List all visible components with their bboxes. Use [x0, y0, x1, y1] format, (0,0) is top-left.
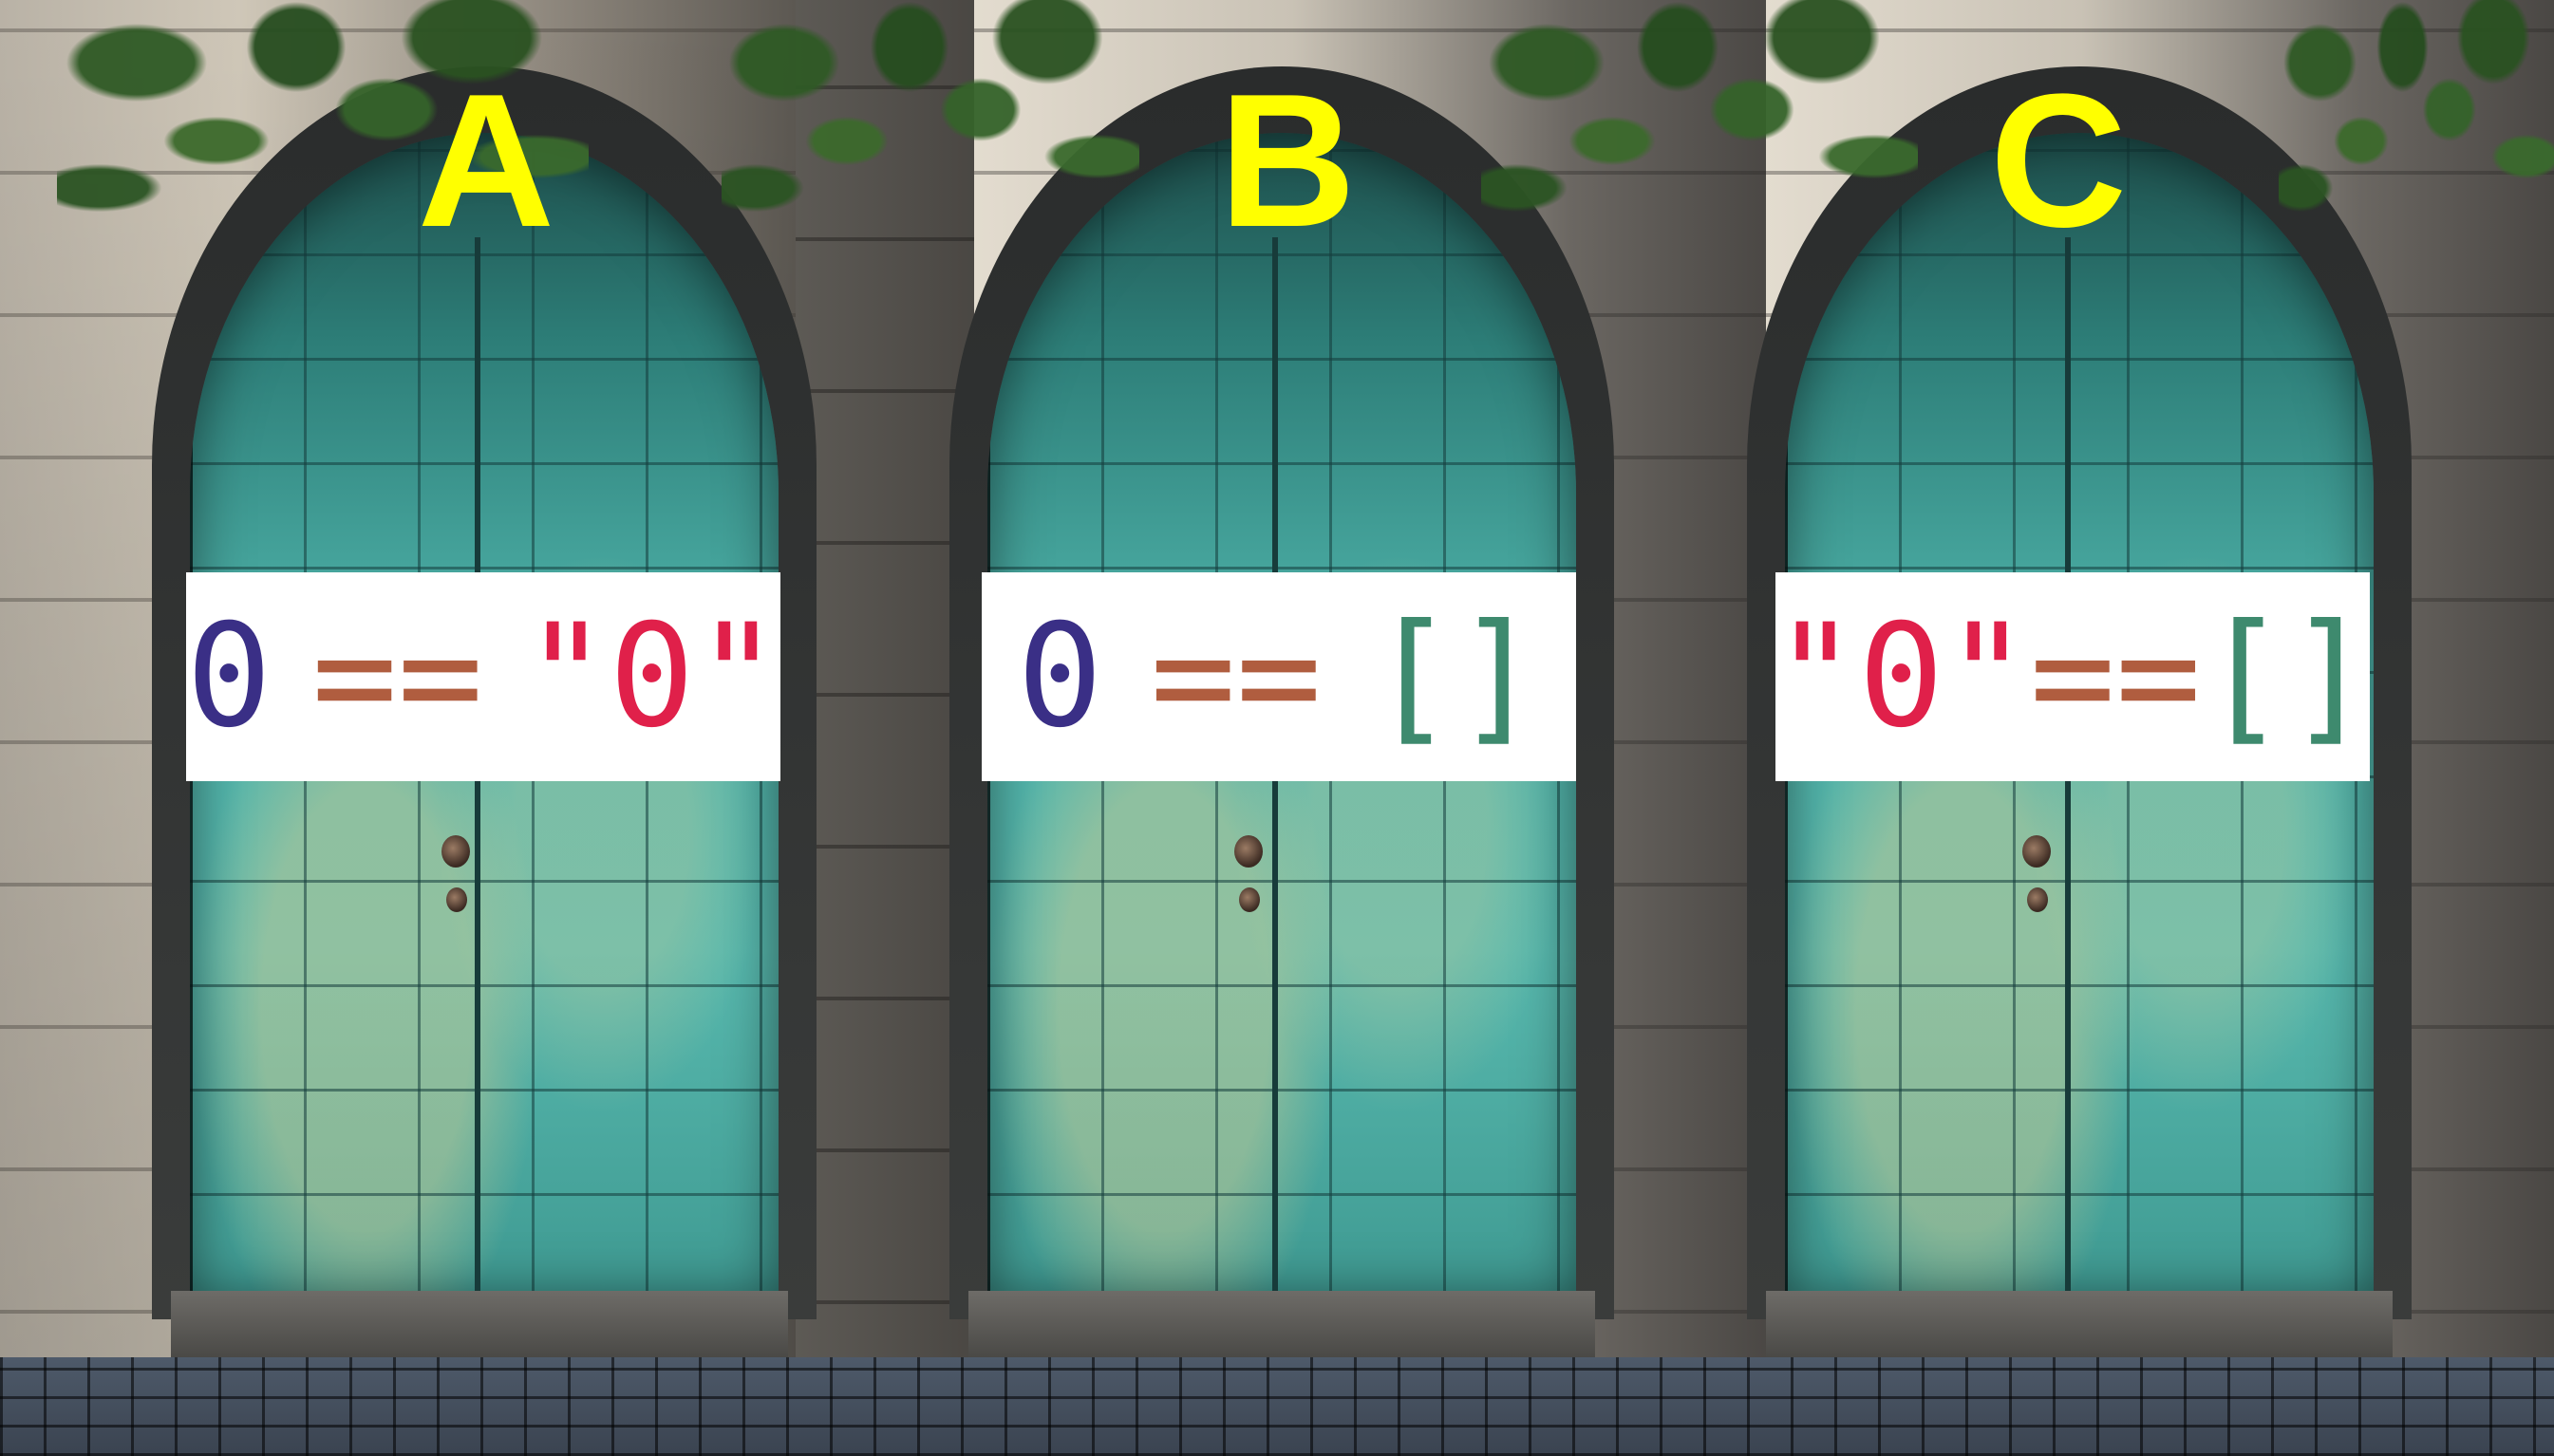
panel-b-left-operand: 0: [1017, 594, 1103, 759]
door-a-knob: [441, 835, 470, 868]
door-b-step: [968, 1291, 1595, 1357]
panel-b-letter: B: [1218, 55, 1357, 267]
leaves-a: [57, 0, 589, 313]
panel-c-right-operand: []: [2201, 594, 2374, 759]
panel-c-operator: ==: [2029, 594, 2202, 759]
door-b-lock: [1239, 887, 1260, 912]
panel-a-left-operand: 0: [186, 594, 272, 759]
leaves-ab: [722, 0, 1139, 313]
leaves-bc: [1481, 0, 1918, 313]
door-a-step: [171, 1291, 788, 1357]
panel-a-expression: 0 == "0": [186, 572, 780, 781]
door-c-step: [1766, 1291, 2393, 1357]
panel-c-expression: "0" == []: [1772, 572, 2374, 781]
door-c-knob: [2022, 835, 2051, 868]
panel-c-left-operand: "0": [1772, 594, 2030, 759]
panel-b-operator: ==: [1150, 594, 1323, 759]
panel-a-right-operand: "0": [523, 594, 780, 759]
panel-a-letter: A: [417, 55, 555, 267]
leaves-c: [2279, 0, 2554, 313]
panel-a-operator: ==: [311, 594, 483, 759]
door-a-lock: [446, 887, 467, 912]
panel-c-letter: C: [1989, 55, 2128, 267]
panel-b-expression: 0 == []: [982, 572, 1576, 781]
door-b-knob: [1234, 835, 1263, 868]
cobblestone-ground: [0, 1357, 2554, 1456]
panel-b-right-operand: []: [1369, 594, 1541, 759]
door-c-lock: [2027, 887, 2048, 912]
